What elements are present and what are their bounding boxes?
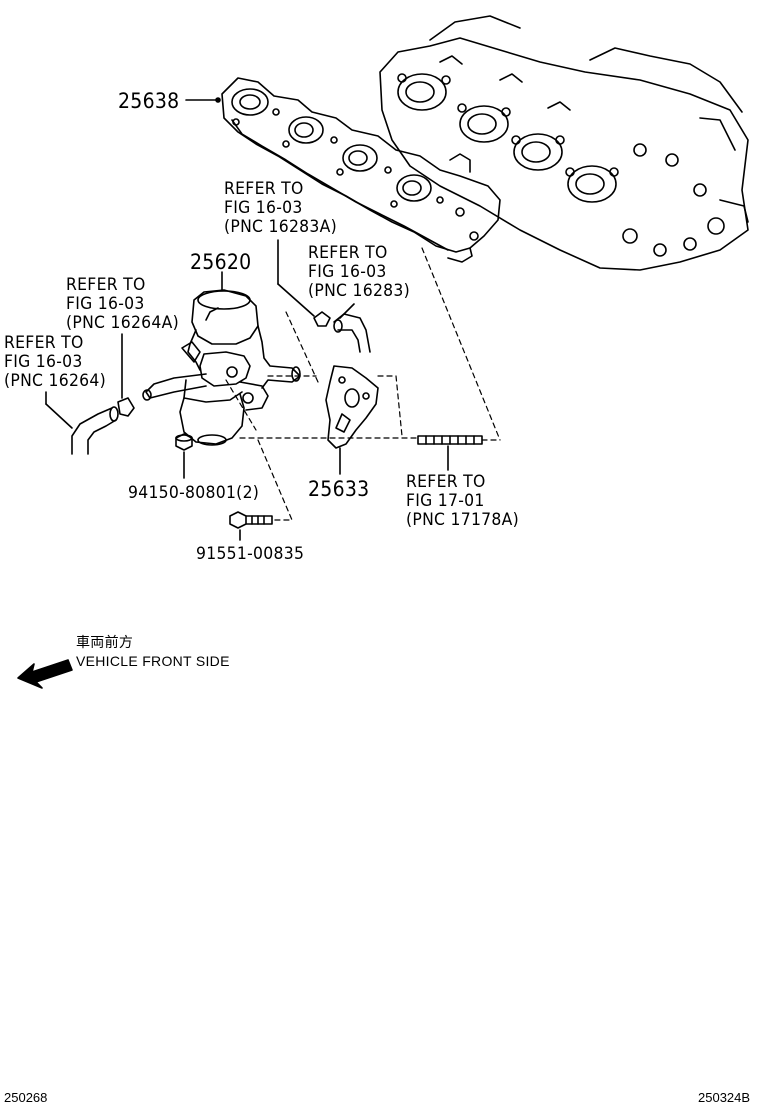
- reference-pnc-17178a[interactable]: REFER TO FIG 17-01 (PNC 17178A): [406, 473, 519, 530]
- vehicle-front-label: VEHICLE FRONT SIDE: [76, 653, 230, 669]
- reference-line: REFER TO: [66, 275, 146, 295]
- bolt-drawing: [229, 511, 273, 529]
- reference-line: REFER TO: [224, 179, 304, 199]
- reference-pnc-16264a[interactable]: REFER TO FIG 16-03 (PNC 16264A): [66, 276, 179, 333]
- reference-line: FIG 16-03: [308, 262, 387, 282]
- part-number-25633[interactable]: 25633: [308, 477, 370, 501]
- egr-valve-drawing: [142, 289, 301, 446]
- reference-line: (PNC 16264A): [66, 313, 180, 333]
- part-number-94150-80801[interactable]: 94150-80801(2): [128, 483, 260, 503]
- reference-line: (PNC 16264): [4, 371, 107, 391]
- egr-gasket-drawing: [325, 365, 379, 449]
- reference-line: FIG 17-01: [406, 491, 485, 511]
- hose-16264-drawing: [71, 397, 135, 455]
- vehicle-front-label-jp: 車両前方: [76, 634, 134, 650]
- reference-line: FIG 16-03: [4, 352, 83, 372]
- footer-code-left: 250268: [4, 1090, 48, 1105]
- footer-code-right: 250324B: [698, 1090, 751, 1105]
- part-number-91551-00835[interactable]: 91551-00835: [196, 544, 305, 564]
- reference-line: REFER TO: [4, 333, 84, 353]
- reference-line: REFER TO: [406, 472, 486, 492]
- stud-drawing: [417, 435, 483, 445]
- vehicle-front-arrow: [17, 659, 73, 689]
- reference-pnc-16264[interactable]: REFER TO FIG 16-03 (PNC 16264): [4, 334, 106, 391]
- nut-drawing: [175, 433, 193, 451]
- cylinder-head-drawing: [379, 15, 749, 271]
- reference-line: FIG 16-03: [66, 294, 145, 314]
- assembly-lines: [225, 247, 501, 521]
- reference-pnc-16283a[interactable]: REFER TO FIG 16-03 (PNC 16283A): [224, 180, 337, 237]
- reference-line: REFER TO: [308, 243, 388, 263]
- reference-pnc-16283[interactable]: REFER TO FIG 16-03 (PNC 16283): [308, 244, 410, 301]
- reference-line: FIG 16-03: [224, 198, 303, 218]
- part-number-25638[interactable]: 25638: [118, 89, 180, 113]
- hose-16283-drawing: [313, 311, 371, 353]
- part-number-25620[interactable]: 25620: [190, 250, 252, 274]
- reference-line: (PNC 16283A): [224, 217, 338, 237]
- reference-line: (PNC 16283): [308, 281, 411, 301]
- manifold-gasket-drawing: [221, 77, 501, 263]
- reference-line: (PNC 17178A): [406, 510, 520, 530]
